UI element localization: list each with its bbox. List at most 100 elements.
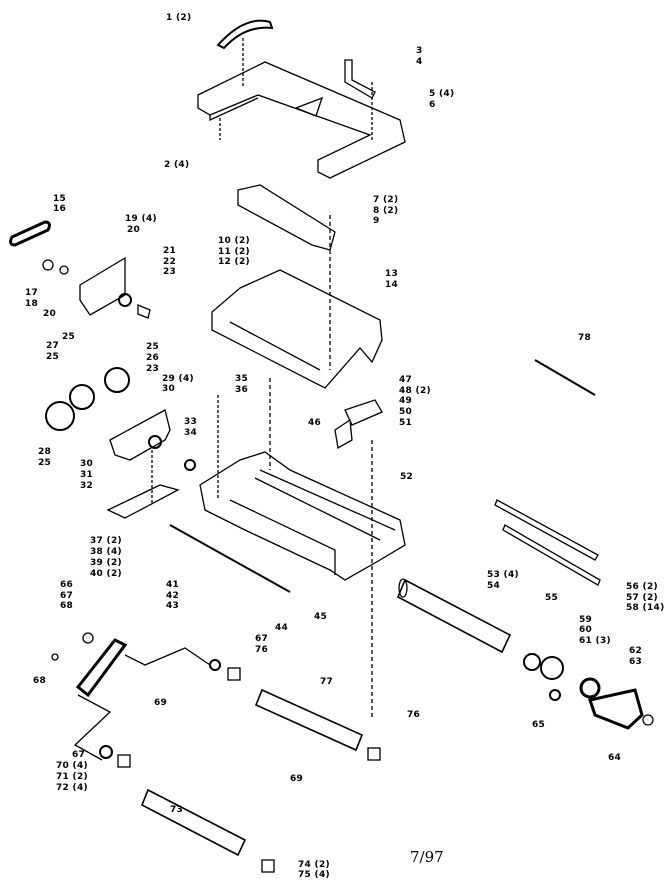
callout-2: 2 (4) [164,160,190,170]
callout-17: 17 [25,288,39,298]
callout-35: 35 [235,374,249,384]
callout-28: 28 [38,447,52,457]
callout-54: 54 [487,581,501,591]
left-belt-part [75,638,128,698]
callout-60: 60 [579,625,593,635]
callout-5: 5 (4) [429,89,455,99]
callout-57: 57 (2) [626,593,658,603]
gear-plate-part [79,256,126,316]
callout-74: 74 (2) [298,860,330,870]
callout-51: 51 [399,418,413,428]
callout-62: 62 [629,646,643,656]
callout-69a: 69 [154,698,168,708]
tray-part [106,484,180,519]
callout-29: 29 (4) [162,374,194,384]
callout-43: 43 [166,601,180,611]
main-cover-part [211,269,383,389]
callout-76a: 76 [255,645,269,655]
callout-67b: 67 [255,634,269,644]
callout-61: 61 (3) [579,636,611,646]
cover-bracket-part [237,184,336,251]
callout-22: 22 [163,257,177,267]
callout-25c: 25 [146,342,160,352]
callout-38: 38 (4) [90,547,122,557]
callout-34: 34 [184,428,198,438]
infeed-roller-part [254,688,364,752]
callout-21: 21 [163,246,177,256]
handle-part [216,19,274,50]
callout-78: 78 [578,333,592,343]
callout-39: 39 (2) [90,558,122,568]
callout-77: 77 [320,677,334,687]
callout-44: 44 [275,623,289,633]
callout-76b: 76 [407,710,421,720]
callout-11: 11 (2) [218,247,250,257]
callout-56: 56 (2) [626,582,658,592]
gear-plate-2-part [109,409,171,461]
housing-part [199,451,406,581]
callout-20b: 20 [43,309,57,319]
callout-25b: 25 [46,352,60,362]
top-plate-part [197,61,406,179]
callout-58: 58 (14) [626,603,665,613]
callout-19: 19 (4) [125,214,157,224]
callout-45: 45 [314,612,328,622]
callout-12: 12 (2) [218,257,250,267]
callout-40: 40 (2) [90,569,122,579]
drive-belt-part [588,688,644,730]
callout-75: 75 (4) [298,870,330,880]
callout-68a: 68 [60,601,74,611]
callout-69b: 69 [290,774,304,784]
callout-67a: 67 [60,591,74,601]
callout-59: 59 [579,615,593,625]
date-code: 7/97 [410,848,444,866]
callout-3: 3 [416,46,423,56]
callout-71: 71 (2) [56,772,88,782]
callout-14: 14 [385,280,399,290]
callout-53: 53 (4) [487,570,519,580]
callout-42: 42 [166,591,180,601]
callout-48: 48 (2) [399,386,431,396]
callout-15: 15 [53,194,67,204]
callout-63: 63 [629,657,643,667]
callout-27: 27 [46,341,60,351]
callout-26: 26 [146,353,160,363]
callout-33: 33 [184,417,198,427]
callout-55: 55 [545,593,559,603]
callout-52: 52 [400,472,414,482]
callout-72: 72 (4) [56,783,88,793]
outfeed-roller-part [140,788,247,857]
cutterhead-part [396,578,512,654]
callout-65: 65 [532,720,546,730]
callout-49: 49 [399,396,413,406]
callout-73: 73 [170,805,184,815]
callout-10: 10 (2) [218,236,250,246]
callout-64: 64 [608,753,622,763]
callout-47: 47 [399,375,413,385]
callout-25d: 25 [38,458,52,468]
blade-part [494,499,599,561]
callout-23a: 23 [163,267,177,277]
callout-1: 1 (2) [166,13,192,23]
callout-70: 70 (4) [56,761,88,771]
callout-67c: 67 [72,750,86,760]
callout-36: 36 [235,385,249,395]
callout-32: 32 [80,481,94,491]
callout-25a: 25 [62,332,76,342]
callout-46: 46 [308,418,322,428]
crank-part [344,59,376,99]
callout-66: 66 [60,580,74,590]
callout-30a: 30 [162,384,176,394]
callout-31: 31 [80,470,94,480]
belt-part [9,220,51,247]
callout-9: 9 [373,216,380,226]
callout-23b: 23 [146,364,160,374]
callout-13: 13 [385,269,399,279]
callout-37: 37 (2) [90,536,122,546]
callout-30b: 30 [80,459,94,469]
callout-18: 18 [25,299,39,309]
callout-68b: 68 [33,676,47,686]
callout-6: 6 [429,100,436,110]
